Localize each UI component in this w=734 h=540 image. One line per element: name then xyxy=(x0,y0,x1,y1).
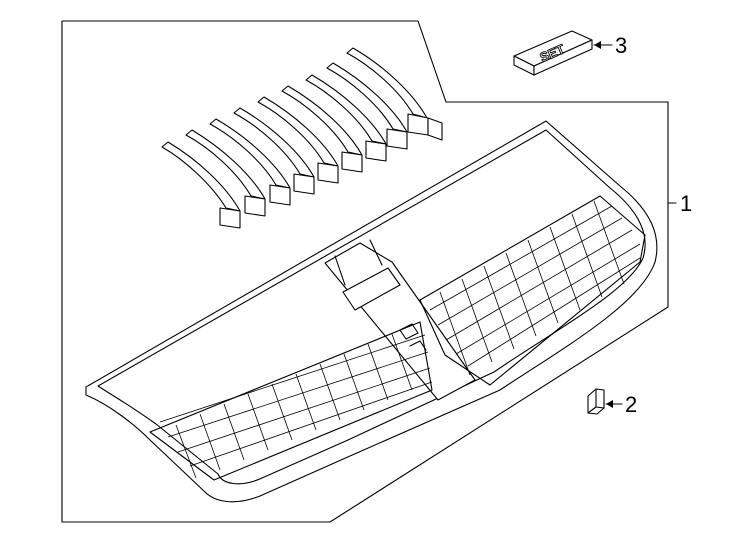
set-package: SET xyxy=(513,30,593,76)
molding-strip xyxy=(305,74,387,162)
callout-1: 1 xyxy=(667,191,692,216)
molding-strip xyxy=(233,107,315,195)
molding-strip xyxy=(257,96,339,184)
callout-3-label: 3 xyxy=(615,33,627,58)
grille-mesh-right xyxy=(419,195,646,386)
molding-strip xyxy=(281,85,363,173)
callout-2: 2 xyxy=(605,392,637,417)
grille-mesh-left xyxy=(149,321,433,481)
molding-strip xyxy=(209,118,291,206)
callout-1-label: 1 xyxy=(680,191,692,216)
grille-body xyxy=(85,120,658,503)
callout-2-label: 2 xyxy=(625,392,637,417)
assembly-boundary xyxy=(61,20,669,523)
clip-part xyxy=(587,388,605,415)
molding-strips xyxy=(161,47,443,229)
molding-strip xyxy=(346,47,443,141)
molding-strip xyxy=(161,141,241,229)
molding-strip xyxy=(185,129,266,217)
molding-strip xyxy=(326,62,408,150)
callout-3: 3 xyxy=(593,33,627,58)
